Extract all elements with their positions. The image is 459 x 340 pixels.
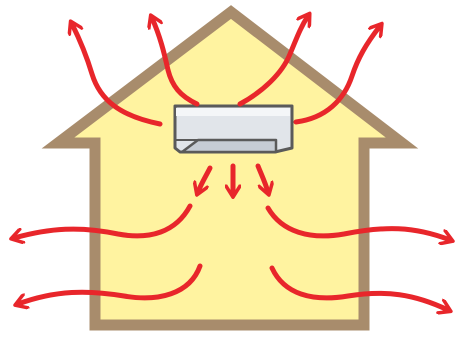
air-conditioner-icon xyxy=(175,106,292,152)
house-icon xyxy=(58,12,402,325)
